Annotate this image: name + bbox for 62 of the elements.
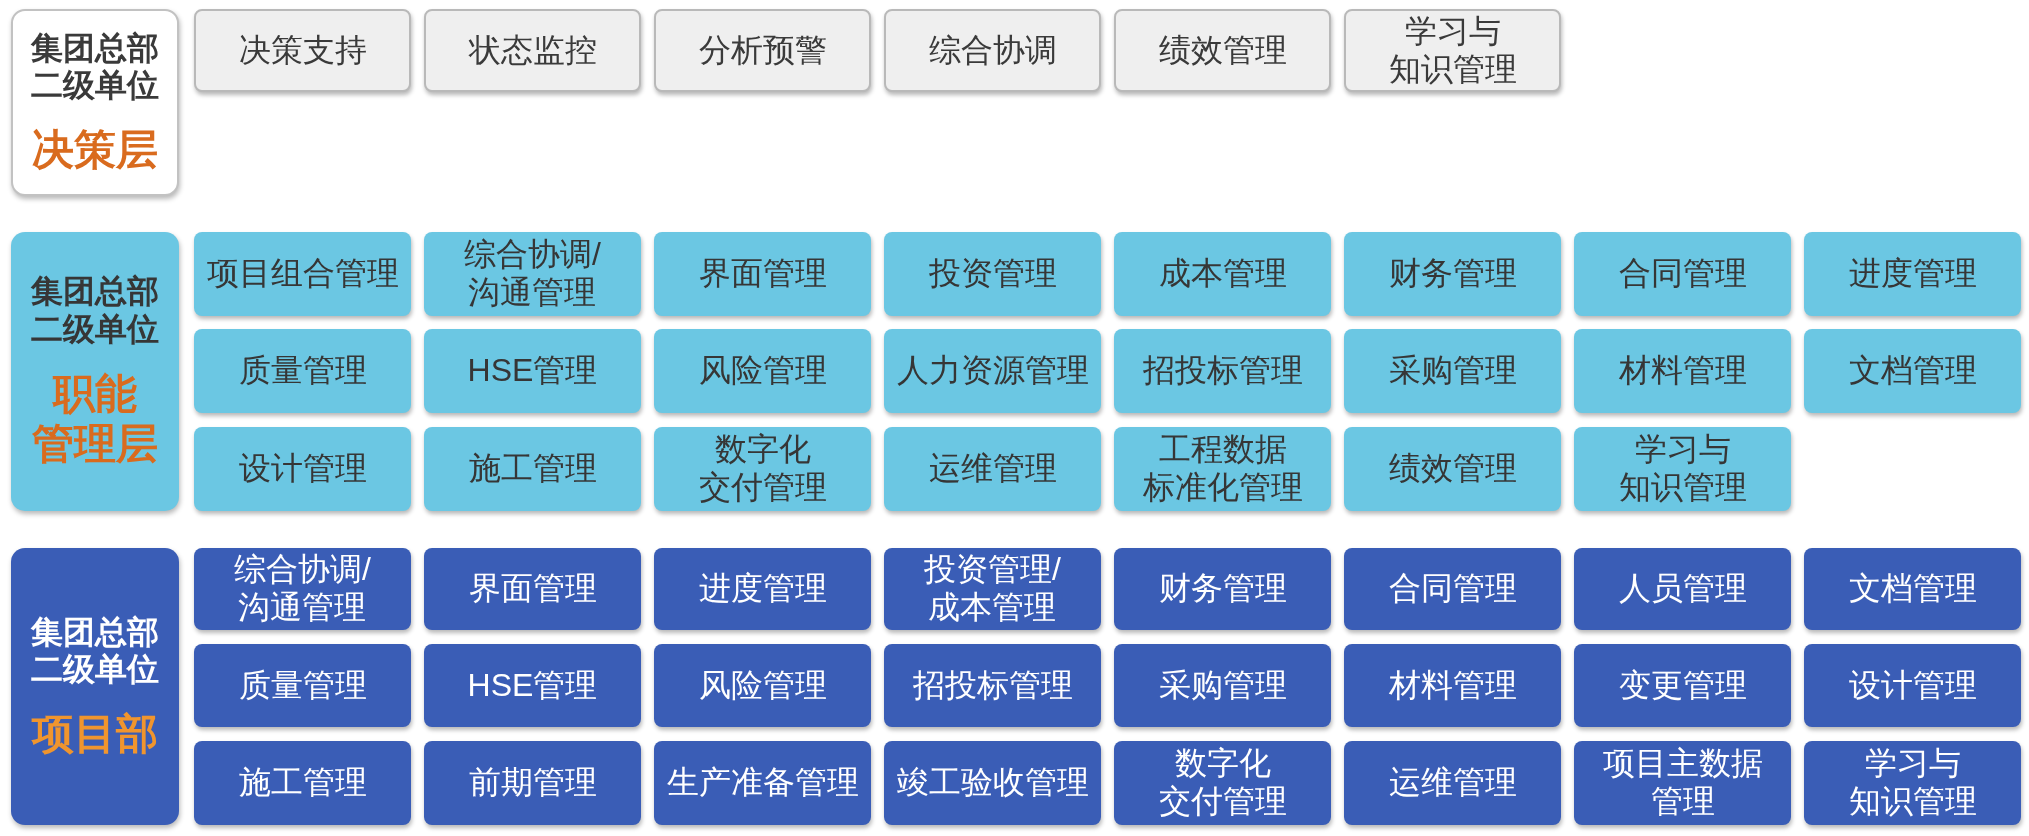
module-box: 成本管理 [1114, 232, 1331, 316]
module-box: 学习与知识管理 [1574, 427, 1791, 511]
module-box: 数字化交付管理 [1114, 741, 1331, 825]
module-box: 合同管理 [1344, 548, 1561, 630]
module-box: 数字化交付管理 [654, 427, 871, 511]
module-box: 材料管理 [1344, 644, 1561, 727]
tier-panel [11, 232, 179, 511]
module-box: 运维管理 [1344, 741, 1561, 825]
module-box: 人员管理 [1574, 548, 1791, 630]
module-box: 财务管理 [1114, 548, 1331, 630]
module-box: 设计管理 [194, 427, 411, 511]
module-box: 进度管理 [1804, 232, 2021, 316]
panel-heading: 集团总部二级单位 [31, 273, 159, 349]
module-box: 财务管理 [1344, 232, 1561, 316]
module-box: 施工管理 [194, 741, 411, 825]
tier-title: 职能管理层 [32, 368, 158, 470]
module-box: 采购管理 [1114, 644, 1331, 727]
module-box: 分析预警 [654, 9, 871, 92]
panel-heading: 集团总部二级单位 [31, 29, 159, 106]
module-box: 综合协调/沟通管理 [424, 232, 641, 316]
module-box: 生产准备管理 [654, 741, 871, 825]
module-box: 绩效管理 [1344, 427, 1561, 511]
module-box: 风险管理 [654, 329, 871, 413]
module-box: 文档管理 [1804, 329, 2021, 413]
module-box: 材料管理 [1574, 329, 1791, 413]
module-box: 绩效管理 [1114, 9, 1331, 92]
module-box: 投资管理 [884, 232, 1101, 316]
panel-heading: 集团总部二级单位 [31, 613, 159, 690]
module-box: 质量管理 [194, 329, 411, 413]
module-box: 学习与知识管理 [1804, 741, 2021, 825]
module-box: 质量管理 [194, 644, 411, 727]
tier-title: 决策层 [32, 125, 158, 176]
module-box: 招投标管理 [884, 644, 1101, 727]
module-box: 项目主数据管理 [1574, 741, 1791, 825]
module-box: 进度管理 [654, 548, 871, 630]
module-box: 综合协调 [884, 9, 1101, 92]
module-box: 采购管理 [1344, 329, 1561, 413]
module-box: 变更管理 [1574, 644, 1791, 727]
module-box: 招投标管理 [1114, 329, 1331, 413]
module-box: 文档管理 [1804, 548, 2021, 630]
module-box: 工程数据标准化管理 [1114, 427, 1331, 511]
module-box: 状态监控 [424, 9, 641, 92]
module-box: 界面管理 [654, 232, 871, 316]
module-box: 施工管理 [424, 427, 641, 511]
module-box: 风险管理 [654, 644, 871, 727]
module-box: 人力资源管理 [884, 329, 1101, 413]
module-box: 合同管理 [1574, 232, 1791, 316]
tier-title: 项目部 [32, 709, 158, 760]
module-box: 决策支持 [194, 9, 411, 92]
module-box: 投资管理/成本管理 [884, 548, 1101, 630]
module-box: 综合协调/沟通管理 [194, 548, 411, 630]
module-box: 设计管理 [1804, 644, 2021, 727]
module-box: 界面管理 [424, 548, 641, 630]
module-box: HSE管理 [424, 329, 641, 413]
module-box: 运维管理 [884, 427, 1101, 511]
tier-panel [11, 9, 179, 196]
module-box: 学习与知识管理 [1344, 9, 1561, 92]
module-box: 竣工验收管理 [884, 741, 1101, 825]
module-box: 项目组合管理 [194, 232, 411, 316]
module-box: HSE管理 [424, 644, 641, 727]
tier-panel [11, 548, 179, 825]
module-box: 前期管理 [424, 741, 641, 825]
